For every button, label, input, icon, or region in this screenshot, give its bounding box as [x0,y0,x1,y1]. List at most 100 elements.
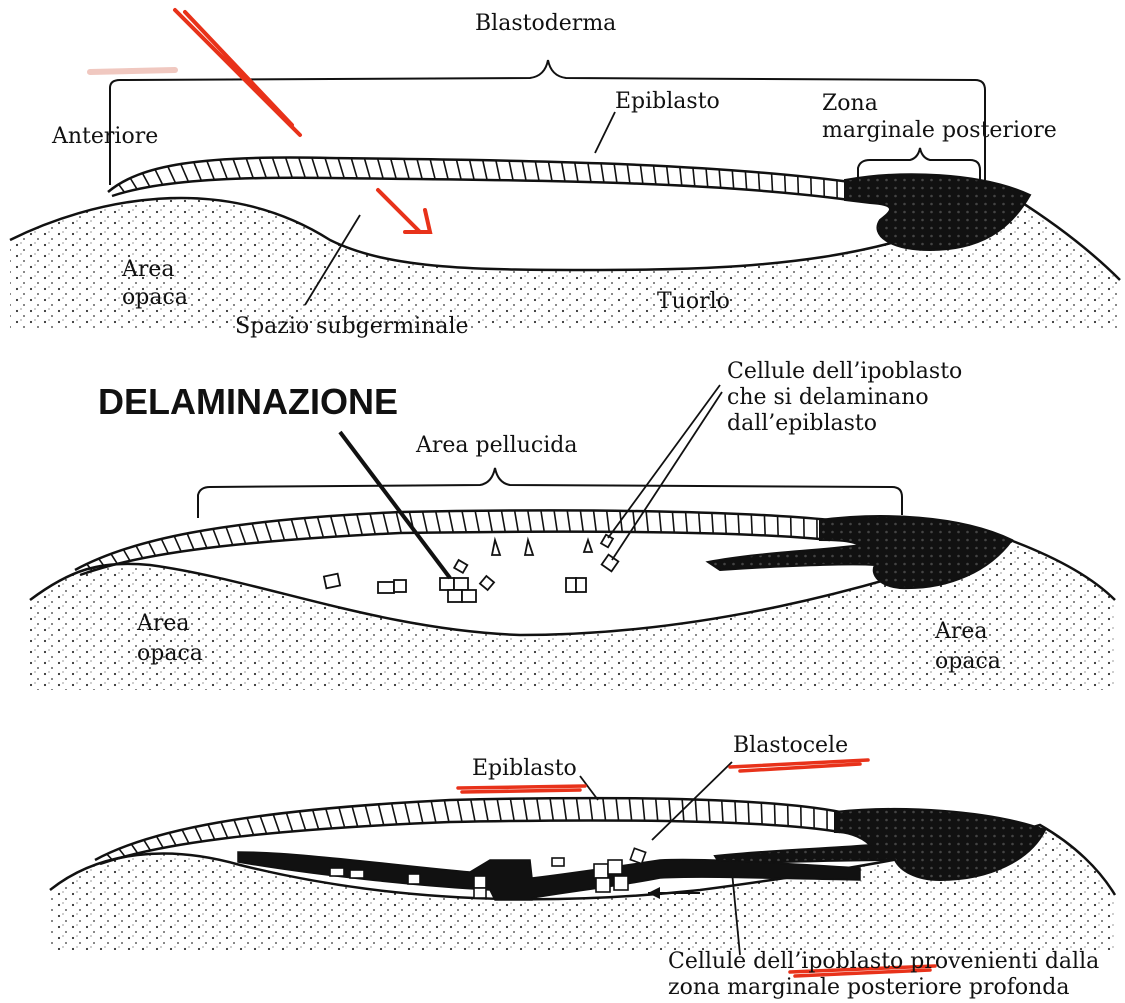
epiblast-cell-wall [607,511,610,532]
epiblast-cell-wall [764,515,765,535]
epiblast-cell-wall [123,550,130,561]
epiblast-cell-wall [273,814,279,832]
epiblast-cell-wall [554,510,557,531]
epiblast-cell-wall [130,178,137,189]
epiblast-cell-wall [339,807,345,827]
epiblast-cell-wall [686,512,688,533]
epiblast-cell-wall [423,512,428,533]
epiblast-cell-wall [181,164,189,182]
epiblast-cell-wall [286,813,292,832]
epiblast-top-cells [119,157,837,198]
epiblast-cell-wall [168,166,176,183]
epiblast-cell-wall [391,159,396,179]
epiblast-cell-wall [417,159,422,179]
panel-middle: DELAMINAZIONE Area pellucida Cellule del… [30,359,1115,690]
epiblast-cell-wall [483,160,487,180]
epiblast-cell-wall [291,519,297,539]
epiblast-cell-wall [444,800,449,822]
epiblast-cell-wall [772,173,773,191]
label-zona-2: marginale posteriore [822,118,1057,143]
delaminating-cells [324,535,618,602]
panel-bottom: Epiblasto Blastocele Cellule dell’ipobla… [50,733,1115,1000]
epiblast-cell-wall [601,163,604,182]
epiblast-bottom-cells [107,798,827,860]
epiblast-cell-wall [575,162,578,181]
epiblast-cell-wall [535,161,539,180]
epiblast-cell-wall [378,159,384,179]
epiblast-cell-wall [364,158,370,178]
epiblast-cell-wall [603,798,606,820]
epiblast-cell-wall [774,804,775,825]
epiblast-cell-wall [299,158,306,178]
label-area-top-1: Area [121,257,175,282]
epiblast-cell-wall [751,515,752,535]
epiblast-cell-wall [131,844,137,853]
epiblast-cell-wall [207,161,215,180]
epiblast-cell-wall [580,511,583,532]
epiblast-cell-wall [576,798,579,820]
epiblast-cell-wall [344,515,350,536]
epiblast-cell-wall [643,798,645,820]
epiblast-cell-wall [331,516,337,537]
epiblast-cell-wall [528,510,531,531]
epiblast-cell-wall [418,802,423,823]
epiblast-cell-wall [187,533,194,549]
epiblast-cell-wall [226,527,233,545]
label-anteriore: Anteriore [51,124,158,149]
epiblast-cell-wall [318,517,324,537]
red-arrow-top-mid [378,190,430,232]
epiblast-cell-wall [667,166,669,185]
epiblast-cell-wall [144,840,151,850]
label-area-mid-right-1: Area [934,619,988,644]
epiblast-cell-wall [497,799,501,821]
label-zona-1: Zona [822,91,878,116]
epiblast-cell-wall [357,514,362,535]
epiblast-cell-wall [200,531,207,548]
epiblast-cell-wall [182,830,189,844]
epiblast-cell-wall [246,158,253,178]
epiblast-cell-wall [567,510,570,531]
epiblast-cell-wall [496,160,500,180]
epiblast-cell-wall [392,803,397,824]
epiblast-cell-wall [629,798,631,820]
red-underline-blastocele [730,760,868,771]
epiblast-cell-wall [656,799,658,821]
epiblast-cell-wall [260,816,266,834]
epiblast-cell-wall [221,822,228,838]
epiblast-cell-wall [761,803,762,825]
epiblast-cell-wall [550,798,553,820]
epiblast-cell-wall [265,522,271,542]
cellule-leader-1 [608,385,720,538]
label-area-top-2: opaca [122,285,188,310]
epiblast-cell-wall [194,162,202,181]
epiblast-cell-wall [732,170,733,188]
epiblast-cell-wall [149,542,156,556]
epiblast-cell-wall [174,536,181,552]
epiblast-cell-wall [672,512,674,533]
epiblast-cell-wall [719,169,721,187]
epiblast-cell-wall [699,512,700,533]
epiblast-cell-wall [119,849,125,857]
epiblast-cell-wall [313,810,319,829]
epiblast-cell-wall [351,158,357,178]
red-underline-epiblasto [458,786,585,792]
epiblast-cell-wall [449,511,453,532]
label-area-pellucida: Area pellucida [415,433,577,458]
epiblast-cell-wall [659,511,661,532]
epiblast-cell-wall [111,554,117,564]
epiblast-cell-wall [430,159,435,179]
epiblast-cell-wall [233,159,240,179]
label-delaminazione: DELAMINAZIONE [98,381,398,422]
label-area-mid-right-2: opaca [935,649,1001,674]
epiblast-cell-wall [706,169,708,188]
epiblast-cell-wall [709,800,710,822]
epiblast-cell-wall [748,802,749,824]
epiblast-cell-wall [510,799,514,821]
epiblast-cell-wall [378,804,383,825]
epiblast-cell-wall [458,800,462,822]
label-cellule-mid-2: che si delaminano [727,385,929,410]
label-cellule-bottom-2: zona marginale posteriore profonda [668,975,1069,1000]
epiblast-cell-wall [312,158,318,178]
label-cellule-bottom-1: Cellule dell’ipoblasto provenienti dalla [668,949,1099,974]
